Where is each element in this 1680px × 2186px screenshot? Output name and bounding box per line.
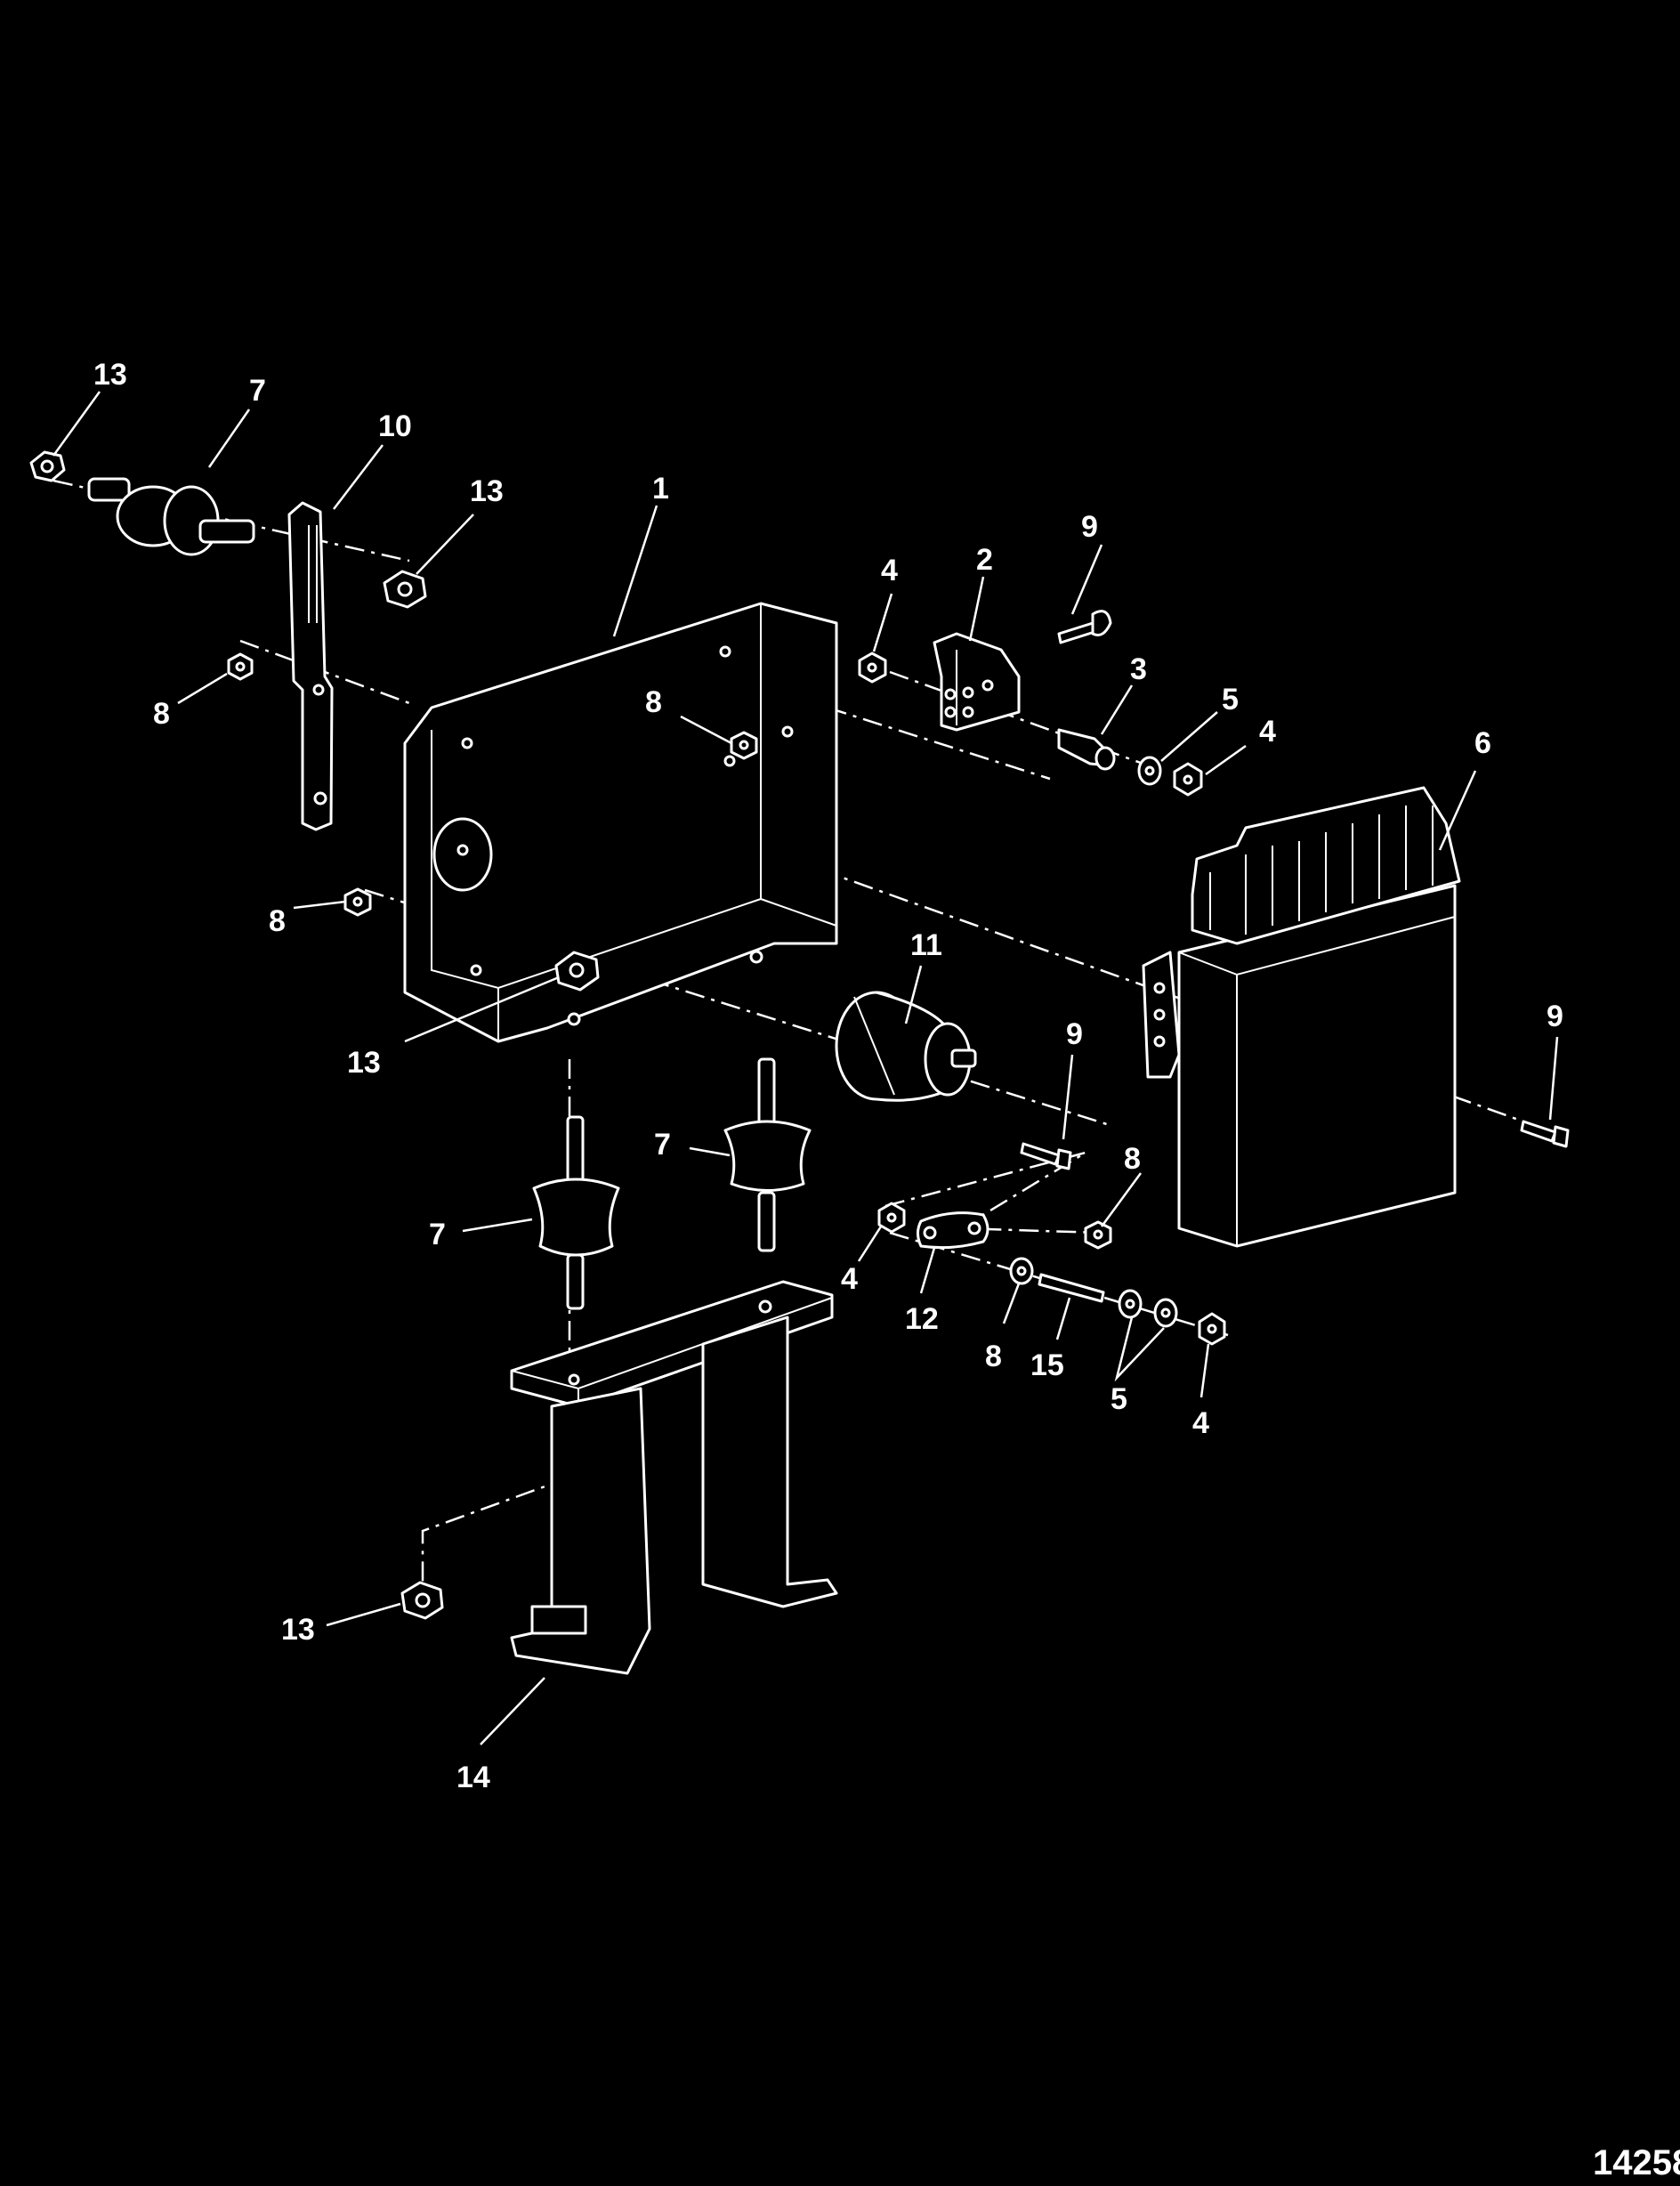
callout-3: 3 [1130,652,1147,686]
callout-8: 8 [645,685,662,719]
washer-part-8-c [343,887,372,917]
nut-part-4-a [858,652,887,684]
callout-5: 5 [1111,1382,1127,1416]
washer-part-5-c [1153,1298,1178,1328]
callout-labels: 13 7 10 13 1 9 2 4 3 5 4 8 8 6 8 11 9 9 … [93,358,1563,1794]
callout-15: 15 [1030,1348,1064,1382]
callout-12: 12 [905,1302,939,1336]
stud-part-15 [1038,1273,1105,1303]
callout-8: 8 [153,697,170,731]
callout-7: 7 [429,1218,446,1251]
callout-14: 14 [456,1761,490,1794]
bolt-part-9-c [1520,1120,1570,1148]
nut-part-4-d [1198,1312,1226,1346]
control-module-part-6 [1142,786,1461,1248]
callout-13: 13 [470,474,504,508]
callout-9: 9 [1081,510,1098,544]
nut-part-13-c [554,951,600,992]
rubber-mount-part-7-lower [532,1115,620,1310]
callout-2: 2 [976,543,993,577]
link-arm-part-10 [287,501,334,831]
nut-part-4-b [1173,762,1203,797]
washer-part-5-b [1118,1289,1143,1319]
nut-part-4-c [877,1202,906,1234]
bolt-part-9-b [1020,1142,1072,1170]
leader-lines [52,391,1559,1745]
washer-part-8-e [1009,1257,1034,1285]
washer-part-8-b [730,731,758,760]
fasteners [29,450,1570,1620]
hinge-bracket-part-2 [933,632,1021,732]
figure-id: 14258 [1593,2143,1680,2182]
callout-13: 13 [347,1046,381,1080]
callout-7: 7 [249,374,266,408]
nut-part-13-d [400,1581,444,1620]
nut-part-13-b [383,570,427,609]
solenoid-part-11 [835,991,977,1102]
bolt-part-9-a [1057,610,1112,644]
callout-9: 9 [1547,1000,1563,1033]
callout-4: 4 [841,1262,858,1296]
callout-8: 8 [985,1340,1002,1373]
washer-part-8-d [1084,1220,1112,1250]
callout-11: 11 [910,928,942,962]
washer-part-8-a [227,652,254,681]
mounting-bracket-part-1 [403,602,838,1043]
clamp-link-part-12 [917,1211,989,1250]
callout-8: 8 [1124,1142,1141,1176]
support-stand-part-14 [510,1280,838,1675]
callout-6: 6 [1474,726,1491,760]
callout-8: 8 [269,904,286,938]
callout-4: 4 [1192,1406,1209,1440]
callout-4: 4 [881,554,898,587]
rubber-mount-part-7-middle [723,1057,812,1252]
callout-9: 9 [1066,1017,1083,1051]
spacer-part-3 [1057,728,1116,771]
rubber-mount-part-7-top [87,477,255,556]
callout-13: 13 [93,358,127,392]
callout-10: 10 [378,409,412,443]
callout-4: 4 [1259,715,1276,749]
callout-7: 7 [654,1128,671,1162]
washer-part-5-a [1137,756,1162,786]
nut-part-13-a [29,450,66,482]
callout-5: 5 [1222,683,1239,717]
callout-1: 1 [652,472,669,506]
callout-13: 13 [281,1613,315,1647]
